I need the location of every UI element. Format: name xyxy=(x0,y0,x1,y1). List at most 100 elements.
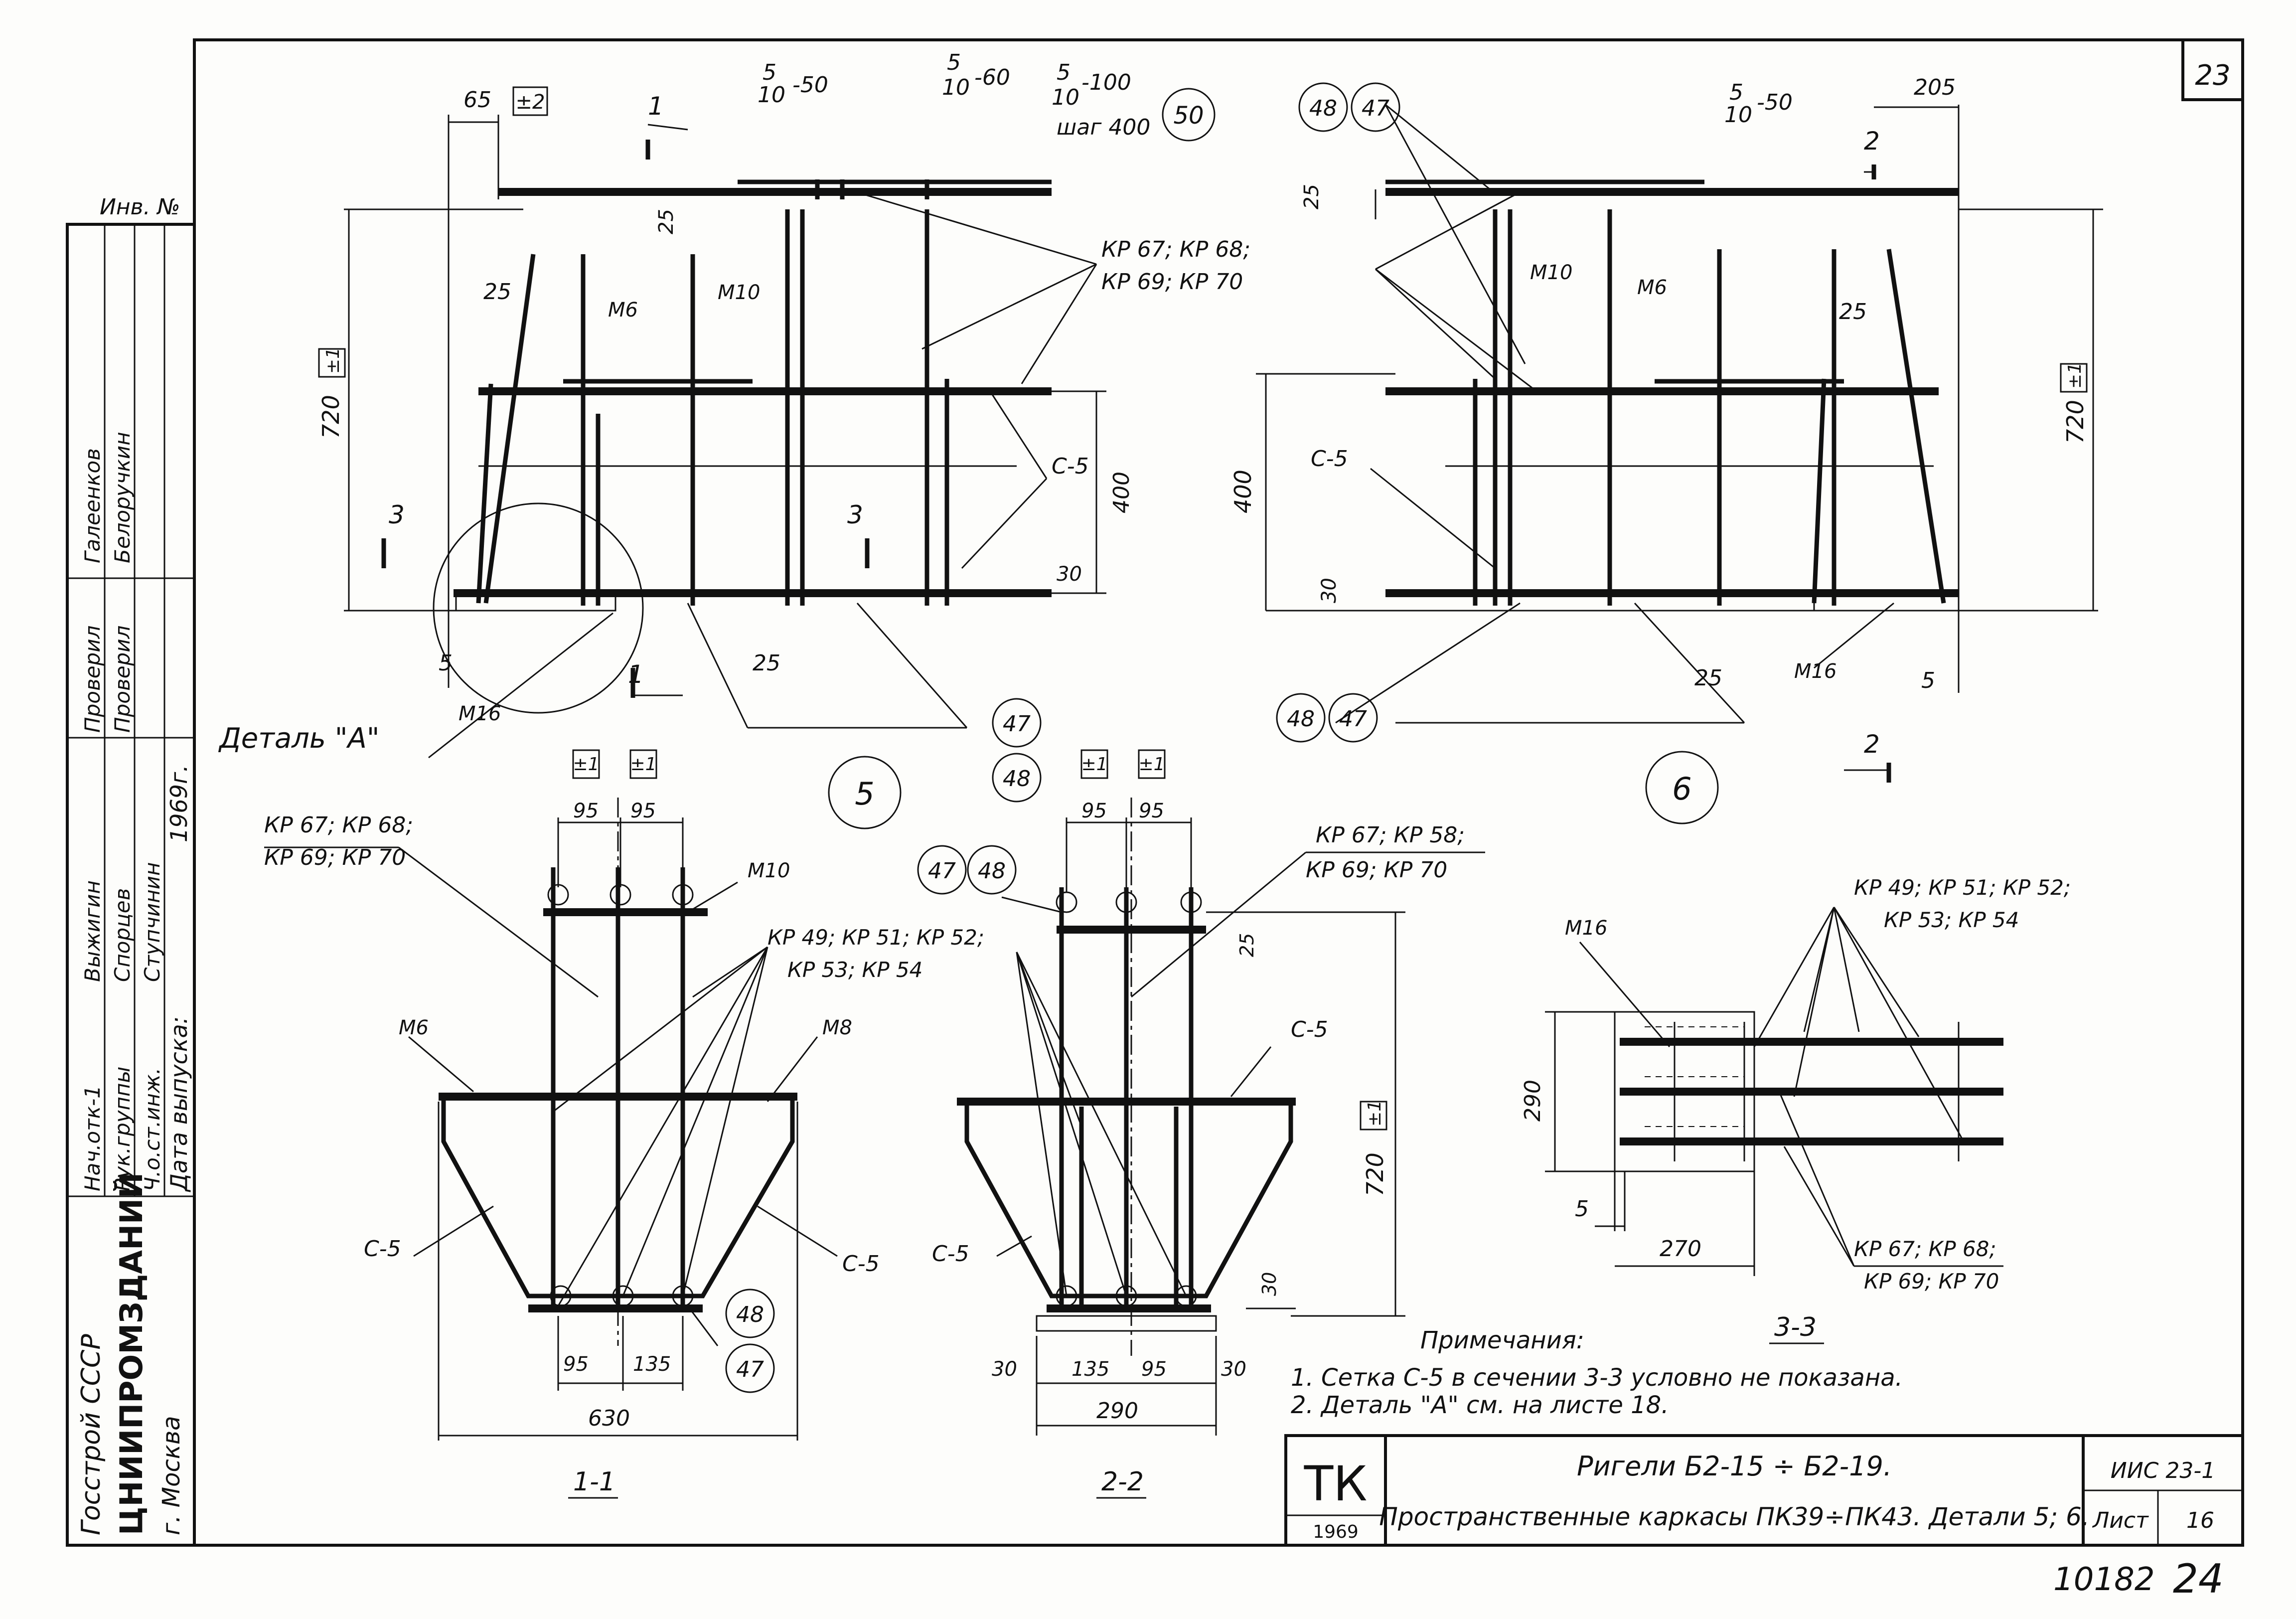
callout-47-c-circle xyxy=(1328,693,1378,743)
kp-mid-b-33: КР 53; КР 54 xyxy=(1884,908,2019,932)
section-2-2: ±1 ±1 95 95 47 48 КР 67; КР 58; КР 69; К… xyxy=(917,749,1485,1499)
callout-47-e: 47 xyxy=(928,858,956,884)
kp-top-a-11: КР 67; КР 68; xyxy=(264,812,413,838)
sheet-number: 23 xyxy=(2195,59,2230,92)
callout-47-b-circle xyxy=(1351,82,1400,132)
detail-6-mark: 6 xyxy=(1672,771,1691,807)
dim-95-c: 95 xyxy=(563,1353,589,1376)
side-stamp: Инв. № Нач.отк-1 Выжигин Рук.группы Спор… xyxy=(66,194,196,1547)
detail-6-mark-circle xyxy=(1645,751,1719,824)
notes: Примечания: 1. Сетка С-5 в сечении 3-3 у… xyxy=(1291,1326,1903,1419)
section-label-1-1: 1-1 xyxy=(573,1467,615,1497)
pitch-top-d: 5 xyxy=(1729,80,1743,105)
inv-no-label: Инв. № xyxy=(100,194,180,220)
kp-mid-a-33: КР 49; КР 51; КР 52; xyxy=(1854,875,2071,900)
pitch-bot-a: 10 xyxy=(758,82,785,108)
callout-50: 50 xyxy=(1173,102,1204,130)
callout-48-c-circle xyxy=(1276,693,1326,743)
dim-30-6: 30 xyxy=(1318,578,1341,603)
stamp-name-3: Ступчинин xyxy=(140,862,164,982)
dim-95-a: 95 xyxy=(573,800,599,822)
m16-33: М16 xyxy=(1565,917,1607,940)
dim-25-e: 25 xyxy=(1839,299,1867,324)
pitch-top-b: 5 xyxy=(947,50,961,75)
callout-47-e-circle xyxy=(917,845,967,895)
callout-47-d-circle xyxy=(725,1343,775,1393)
spacing-50-a: -50 xyxy=(792,72,828,98)
callout-48-a: 48 xyxy=(1003,766,1031,792)
c5-11a: С-5 xyxy=(364,1236,401,1262)
m16-6: М16 xyxy=(1794,660,1837,683)
stamp-checked-1: Проверил xyxy=(80,626,105,733)
callout-48-b: 48 xyxy=(1309,96,1337,121)
dim-290-a: 290 xyxy=(1096,1398,1138,1424)
m8-11: М8 xyxy=(822,1016,852,1039)
dim-135-b: 135 xyxy=(1071,1358,1109,1381)
stamp-reviewer-1: Галеенков xyxy=(80,448,105,563)
callout-48-a-circle xyxy=(992,753,1042,803)
c5-11b: С-5 xyxy=(842,1251,880,1277)
release-label: Дата выпуска: xyxy=(165,1016,192,1192)
dim-30-5: 30 xyxy=(1057,563,1082,586)
series-code: ИИС 23-1 xyxy=(2111,1458,2215,1483)
section-1-1: ±1 ±1 95 95 КР 67; КР 68; КР 69; КР 70 М… xyxy=(264,749,984,1499)
sheet-label: Лист xyxy=(2092,1508,2149,1533)
callout-47-d: 47 xyxy=(736,1357,764,1382)
dim-25-a: 25 xyxy=(483,279,511,305)
dim-720-22: 720 xyxy=(1362,1152,1388,1196)
kp-top-b-22: КР 69; КР 70 xyxy=(1306,857,1447,883)
dim-30-22c: 30 xyxy=(1221,1358,1246,1381)
tol-2: ±2 xyxy=(516,91,545,114)
stamp-name-1: Выжигин xyxy=(80,880,105,982)
dim-630: 630 xyxy=(588,1406,630,1431)
dim-270: 270 xyxy=(1660,1236,1701,1262)
kp-top-a-5: КР 67; КР 68; xyxy=(1101,237,1250,262)
stamp-role-1: Нач.отк-1 xyxy=(80,1085,105,1191)
title-line-1: Ригели Б2-15 ÷ Б2-19. xyxy=(1577,1451,1892,1482)
callout-47-a-circle xyxy=(992,698,1042,748)
cut-1-bot: 1 xyxy=(628,660,644,689)
callout-48-d: 48 xyxy=(736,1302,764,1327)
spacing-100: -100 xyxy=(1081,70,1131,95)
kp-top-a-33: КР 67; КР 68; xyxy=(1854,1237,1996,1261)
dim-95-d: 95 xyxy=(1081,800,1107,822)
sheet-code-suffix: 24 xyxy=(2173,1556,2224,1602)
section-label-2-2: 2-2 xyxy=(1101,1467,1144,1497)
m10-5: М10 xyxy=(718,281,760,304)
callout-48-d-circle xyxy=(725,1289,775,1338)
sheet-frame xyxy=(193,38,2244,1547)
dim-30-22a: 30 xyxy=(1258,1272,1280,1296)
dim-25-d: 25 xyxy=(1300,184,1323,209)
dim-25-f: 25 xyxy=(1694,665,1722,691)
section-label-3-3: 3-3 xyxy=(1774,1312,1817,1342)
tol-720-5: ±1 xyxy=(323,347,343,374)
cut-2-top: 2 xyxy=(1864,127,1880,156)
detail-a-circle xyxy=(433,502,644,714)
pitch-bot-b: 10 xyxy=(942,75,970,100)
tol-720-6: ±1 xyxy=(2065,362,2085,389)
stamp-role-3: Ч.о.ст.инж. xyxy=(140,1068,164,1191)
sheet-value: 16 xyxy=(2186,1508,2214,1533)
dim-65: 65 xyxy=(463,87,491,113)
m6-5: М6 xyxy=(608,299,638,322)
kp-top-b-5: КР 69; КР 70 xyxy=(1101,269,1243,295)
org-tsniipromzdaniy: ЦНИИПРОМЗДАНИЙ xyxy=(113,1172,150,1535)
stamp-checked-2: Проверил xyxy=(110,626,135,733)
dim-720-5: 720 xyxy=(317,395,344,439)
cut-1-top: 1 xyxy=(648,92,664,121)
callout-47-a: 47 xyxy=(1003,711,1031,737)
dim-5-a: 5 xyxy=(439,650,453,676)
detail-a-label: Деталь "А" xyxy=(218,722,380,755)
c5-22a: С-5 xyxy=(1291,1017,1328,1042)
tol-720-22: ±1 xyxy=(1365,1100,1385,1127)
detail-5-mark: 5 xyxy=(855,776,874,812)
tk-year: 1969 xyxy=(1313,1522,1359,1542)
callout-48-c: 48 xyxy=(1287,706,1315,732)
tol-2-2b: ±1 xyxy=(1138,754,1165,775)
callout-47-c: 47 xyxy=(1339,706,1367,732)
kp-top-b-33: КР 69; КР 70 xyxy=(1864,1269,1999,1294)
dim-25-g: 25 xyxy=(1236,933,1258,957)
side-stamp-frame xyxy=(66,223,196,1547)
kp-mid-a-11: КР 49; КР 51; КР 52; xyxy=(767,925,984,950)
